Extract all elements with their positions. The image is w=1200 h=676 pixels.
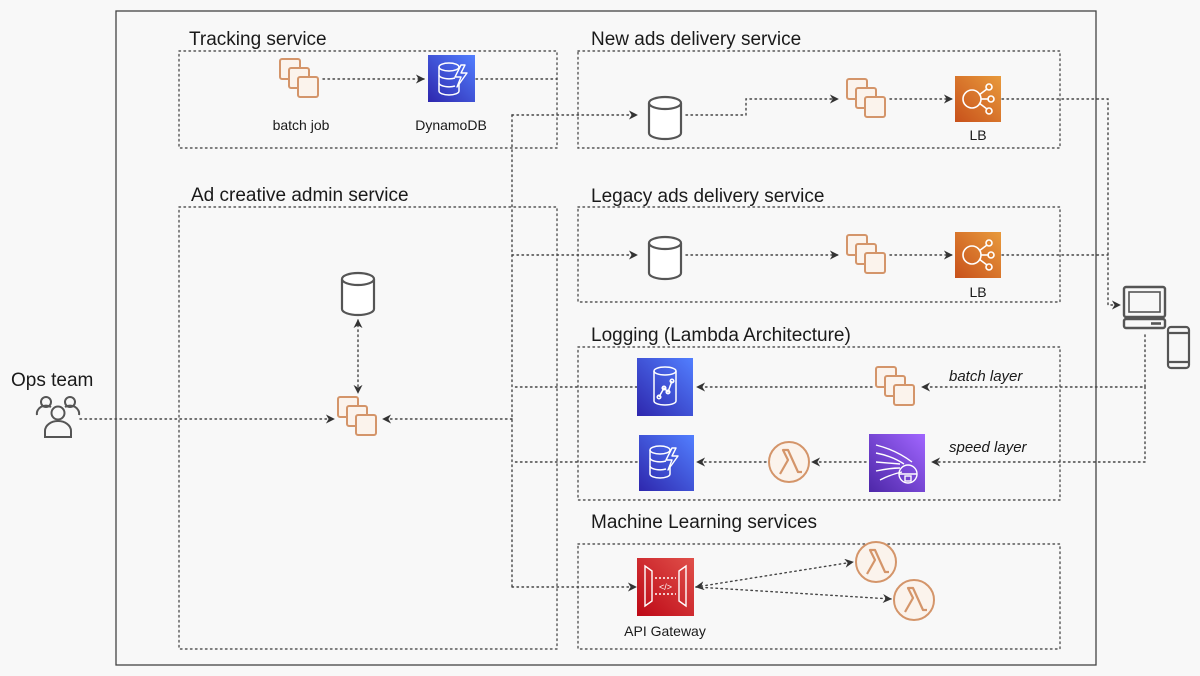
tracking-service-title: Tracking service — [189, 29, 327, 50]
tracking-service-box — [178, 50, 558, 149]
people-icon — [35, 396, 81, 438]
dynamodb-icon — [428, 55, 475, 102]
ops-team-label: Ops team — [11, 370, 93, 391]
new-ads-database-icon — [647, 95, 683, 141]
batch-job-label: batch job — [273, 117, 330, 133]
admin-instances-icon — [337, 396, 377, 436]
desktop-icon — [1122, 285, 1167, 330]
api-gateway-label: API Gateway — [624, 623, 706, 639]
api-to-lambda2-edge — [695, 586, 892, 603]
legacy-ads-delivery-title: Legacy ads delivery service — [591, 186, 824, 207]
new-ads-delivery-title: New ads delivery service — [591, 29, 801, 50]
system-boundary — [115, 10, 1097, 666]
svg-text:</>: </> — [659, 582, 672, 592]
ad-creative-admin-title: Ad creative admin service — [191, 185, 409, 206]
api-gateway-icon: </> — [637, 558, 694, 616]
lambda-speed-layer-icon — [767, 440, 811, 484]
ml-lambda-1-icon — [854, 540, 898, 584]
ml-services-title: Machine Learning services — [591, 512, 817, 533]
batch-layer-instances-icon — [875, 366, 915, 406]
logging-box — [577, 346, 1061, 501]
ml-lambda-2-icon — [892, 578, 936, 622]
new-ads-delivery-box — [577, 50, 1061, 149]
new-db-to-instances-edge — [685, 94, 839, 116]
batch-layer-label: batch layer — [949, 368, 1023, 385]
redshift-icon — [637, 358, 693, 416]
legacy-ads-database-icon — [647, 235, 683, 281]
speed-layer-label: speed layer — [949, 439, 1028, 456]
client-to-speed-layer-edge — [931, 386, 1146, 467]
admin-database-icon — [340, 271, 376, 317]
legacy-ads-instances-icon — [846, 234, 886, 274]
api-to-lambda1-edge — [695, 558, 854, 591]
kinesis-icon — [869, 434, 925, 492]
mobile-icon — [1166, 325, 1191, 370]
dynamodb-label: DynamoDB — [415, 117, 487, 133]
ml-services-box — [577, 543, 1061, 650]
batch-job-instances-icon — [279, 58, 319, 98]
new-ads-load-balancer-icon — [955, 76, 1001, 122]
new-ads-instances-icon — [846, 78, 886, 118]
dynamodb-logging-icon — [639, 435, 694, 491]
new-lb-to-client-edge — [1001, 98, 1121, 310]
legacy-ads-load-balancer-icon — [955, 232, 1001, 278]
logging-title: Logging (Lambda Architecture) — [591, 325, 851, 346]
legacy-ads-lb-label: LB — [969, 284, 986, 300]
new-ads-lb-label: LB — [969, 127, 986, 143]
